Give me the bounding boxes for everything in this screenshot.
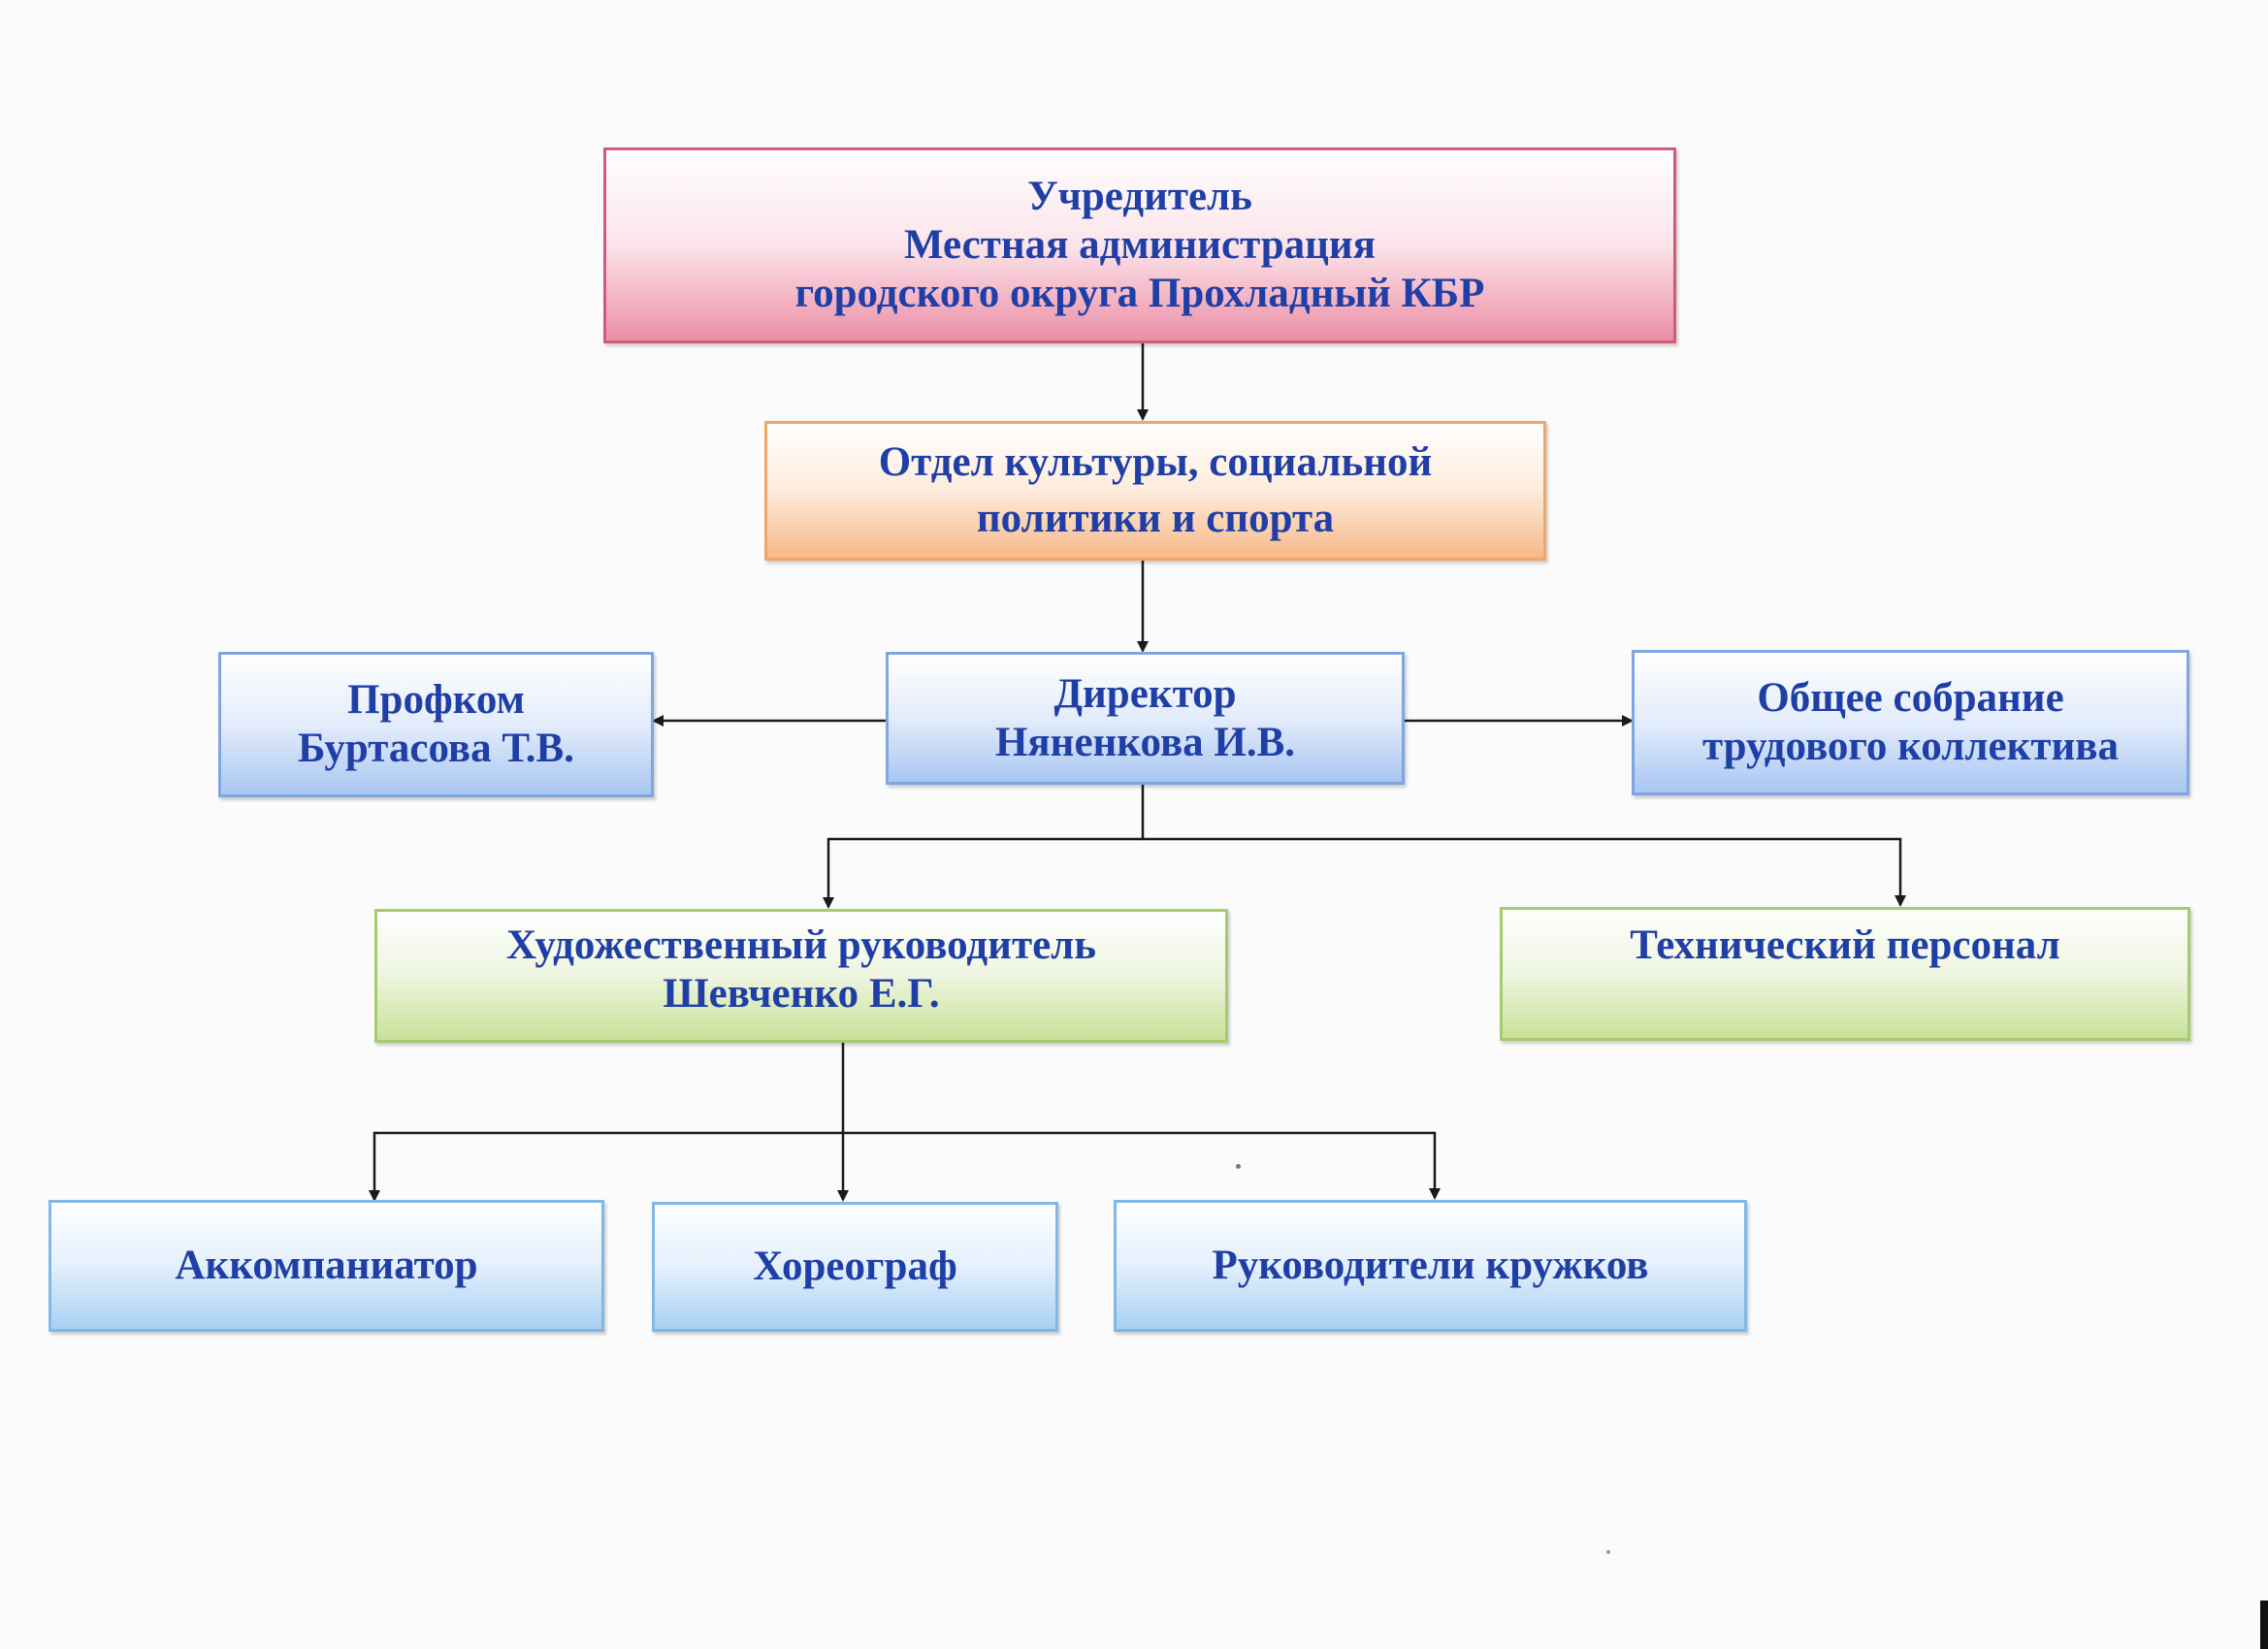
connector-director-to-tech [1143, 837, 1906, 907]
department-box: Отдел культуры, социальной политики и сп… [764, 421, 1546, 561]
scan-speck [1606, 1550, 1610, 1554]
director-line-1: Директор [1053, 670, 1237, 717]
scan-edge-mark [2260, 1600, 2268, 1649]
choreographer-box: Хореограф [652, 1202, 1058, 1332]
club-leaders-line-1: Руководители кружков [1212, 1243, 1649, 1288]
connector-director-branch [823, 785, 1145, 909]
assembly-line-2: трудового коллектива [1702, 724, 2119, 769]
art-director-line-1: Художественный руководитель [505, 922, 1097, 968]
connector-art-to-clubs [843, 1131, 1441, 1200]
accompanist-line-1: Аккомпаниатор [175, 1243, 478, 1288]
art-director-line-2: Шевченко Е.Г. [663, 971, 940, 1017]
founder-line-2: Местная администрация [904, 222, 1376, 268]
art-director-box: Художественный руководитель Шевченко Е.Г… [374, 909, 1228, 1043]
tech-staff-line-1: Технический персонал [1630, 922, 2060, 968]
director-box: Директор Няненкова И.В. [886, 652, 1405, 785]
connector-art-to-accompanist [369, 1131, 843, 1202]
founder-line-1: Учредитель [1027, 174, 1252, 219]
choreographer-line-1: Хореограф [753, 1244, 957, 1289]
founder-box: Учредитель Местная администрация городск… [603, 147, 1676, 343]
department-line-1: Отдел культуры, социальной [878, 439, 1433, 485]
union-line-1: Профком [347, 677, 525, 723]
accompanist-box: Аккомпаниатор [49, 1200, 604, 1332]
assembly-box: Общее собрание трудового коллектива [1632, 650, 2189, 795]
union-line-2: Буртасова Т.В. [298, 726, 574, 771]
scan-speck [1236, 1164, 1241, 1169]
union-box: Профком Буртасова Т.В. [218, 652, 654, 797]
assembly-line-1: Общее собрание [1757, 675, 2064, 721]
club-leaders-box: Руководители кружков [1114, 1200, 1747, 1332]
department-line-2: политики и спорта [976, 496, 1335, 541]
founder-line-3: городского округа Прохладный КБР [794, 271, 1485, 316]
director-line-2: Няненкова И.В. [994, 719, 1296, 765]
tech-staff-box: Технический персонал [1500, 907, 2190, 1041]
